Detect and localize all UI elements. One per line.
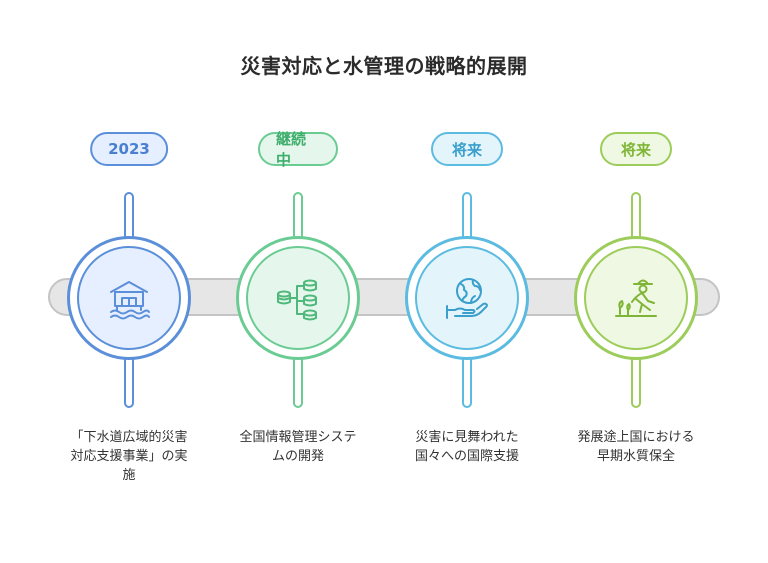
step-1-node <box>67 236 191 360</box>
water-facility-icon <box>110 281 150 320</box>
timeline-step-1: 2023 「下水道広域的災害 対応支援事業」の実 施 <box>49 0 209 563</box>
step-1-description: 「下水道広域的災害 対応支援事業」の実 施 <box>70 430 188 483</box>
diagram-title: 災害対応と水管理の戦略的展開 <box>240 54 528 78</box>
step-4-tag: 将来 <box>600 132 672 166</box>
step-3-node <box>405 236 529 360</box>
step-2-node <box>236 236 360 360</box>
step-3-description: 災害に見舞われた 国々への国際支援 <box>414 430 519 464</box>
farmer-planting-icon <box>615 279 657 317</box>
step-4-description: 発展途上国における 早期水質保全 <box>577 430 695 464</box>
timeline-step-2: 継続中 全国情報管理システ ムの開発 <box>218 0 378 563</box>
step-3-tag: 将来 <box>431 132 503 166</box>
step-2-tag: 継続中 <box>258 130 338 169</box>
timeline-step-3: 将来 災害に見舞われた 国々への国際支援 <box>387 0 547 563</box>
step-2-description: 全国情報管理システ ムの開発 <box>239 430 357 464</box>
globe-hand-icon <box>446 278 488 319</box>
step-4-node <box>574 236 698 360</box>
step-1-tag: 2023 <box>90 132 168 166</box>
database-network-icon <box>277 279 317 321</box>
timeline-step-4: 将来 発展途上国における 早期水質保全 <box>556 0 716 563</box>
